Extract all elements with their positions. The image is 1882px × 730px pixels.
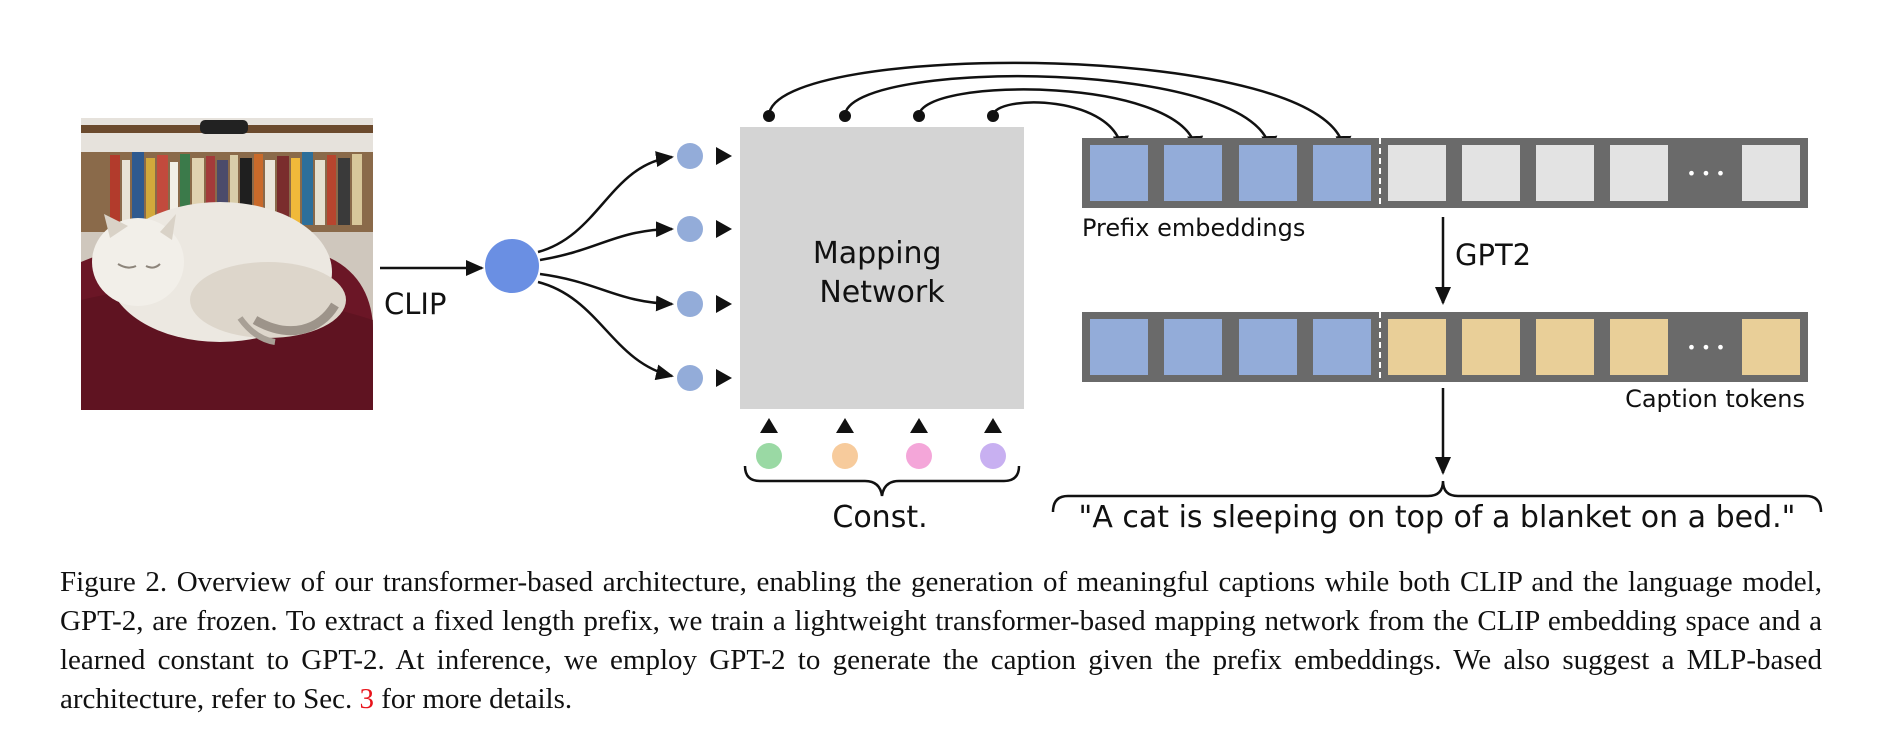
architecture-diagram: CLIP Mapping Network Const. • • •: [81, 61, 1823, 535]
prefix-ellipsis: • • •: [1687, 164, 1725, 183]
prefix-token-1: [1090, 145, 1148, 201]
prefix-token-2: [1164, 145, 1222, 201]
caption-token-2: [1462, 319, 1520, 375]
caption-token-1: [1388, 319, 1446, 375]
output-arc-2: [843, 75, 1278, 154]
empty-token-3: [1536, 145, 1594, 201]
prefix-token-4: [1313, 145, 1371, 201]
empty-token-5: [1742, 145, 1800, 201]
caption-prefix-token-2: [1164, 319, 1222, 375]
caption-text-end: for more details.: [374, 683, 573, 715]
caption-prefix-token-4: [1313, 319, 1371, 375]
fanout-curve-2: [539, 221, 674, 262]
mapping-network-box: [740, 127, 1024, 409]
embedding-node-3: [677, 291, 703, 317]
gpt2-label: GPT2: [1455, 238, 1531, 272]
caption-ellipsis: • • •: [1687, 338, 1725, 357]
output-arc-1: [767, 61, 1352, 154]
empty-token-1: [1388, 145, 1446, 201]
fanout-curve-3: [539, 272, 674, 312]
empty-token-4: [1610, 145, 1668, 201]
const-node-1: [756, 443, 782, 469]
embedding-arrow-4: [716, 369, 732, 387]
figure-caption: Figure 2. Overview of our transformer-ba…: [60, 563, 1822, 719]
const-node-2: [832, 443, 858, 469]
const-arrow-3: [910, 418, 928, 433]
const-arrow-2: [836, 418, 854, 433]
clip-embedding-node: [485, 239, 539, 293]
output-arc-4: [991, 101, 1129, 154]
const-arrow-1: [760, 418, 778, 433]
output-caption: "A cat is sleeping on top of a blanket o…: [1079, 500, 1796, 535]
fanout-curve-1: [537, 151, 674, 254]
embedding-node-1: [677, 143, 703, 169]
prefix-embeddings-label: Prefix embeddings: [1082, 214, 1305, 242]
embedding-node-2: [677, 216, 703, 242]
embedding-arrow-1: [716, 147, 732, 165]
embedding-arrow-2: [716, 220, 732, 238]
mapping-network-line-1: Mapping: [813, 236, 942, 271]
section-reference-link[interactable]: 3: [359, 683, 375, 715]
const-node-4: [980, 443, 1006, 469]
empty-token-2: [1462, 145, 1520, 201]
caption-token-5: [1742, 319, 1800, 375]
const-label: Const.: [832, 500, 927, 535]
const-arrow-4: [984, 418, 1002, 433]
caption-prefix-token-3: [1239, 319, 1297, 375]
output-brace: [1051, 480, 1823, 513]
clip-label: CLIP: [384, 287, 446, 321]
const-node-3: [906, 443, 932, 469]
caption-text: Figure 2. Overview of our transformer-ba…: [60, 566, 1822, 715]
caption-token-4: [1610, 319, 1668, 375]
mapping-network-label: Mapping Network: [813, 236, 951, 310]
const-brace: [743, 465, 1021, 497]
cat-image: [81, 118, 373, 410]
mapping-network-line-2: Network: [819, 275, 945, 310]
prefix-token-3: [1239, 145, 1297, 201]
embedding-node-4: [677, 365, 703, 391]
embedding-arrow-3: [716, 295, 732, 313]
bookshelf-books: [110, 152, 362, 225]
caption-token-3: [1536, 319, 1594, 375]
output-arc-3: [917, 88, 1204, 154]
caption-prefix-token-1: [1090, 319, 1148, 375]
fanout-curve-4: [537, 280, 674, 381]
caption-tokens-label: Caption tokens: [1625, 385, 1805, 413]
